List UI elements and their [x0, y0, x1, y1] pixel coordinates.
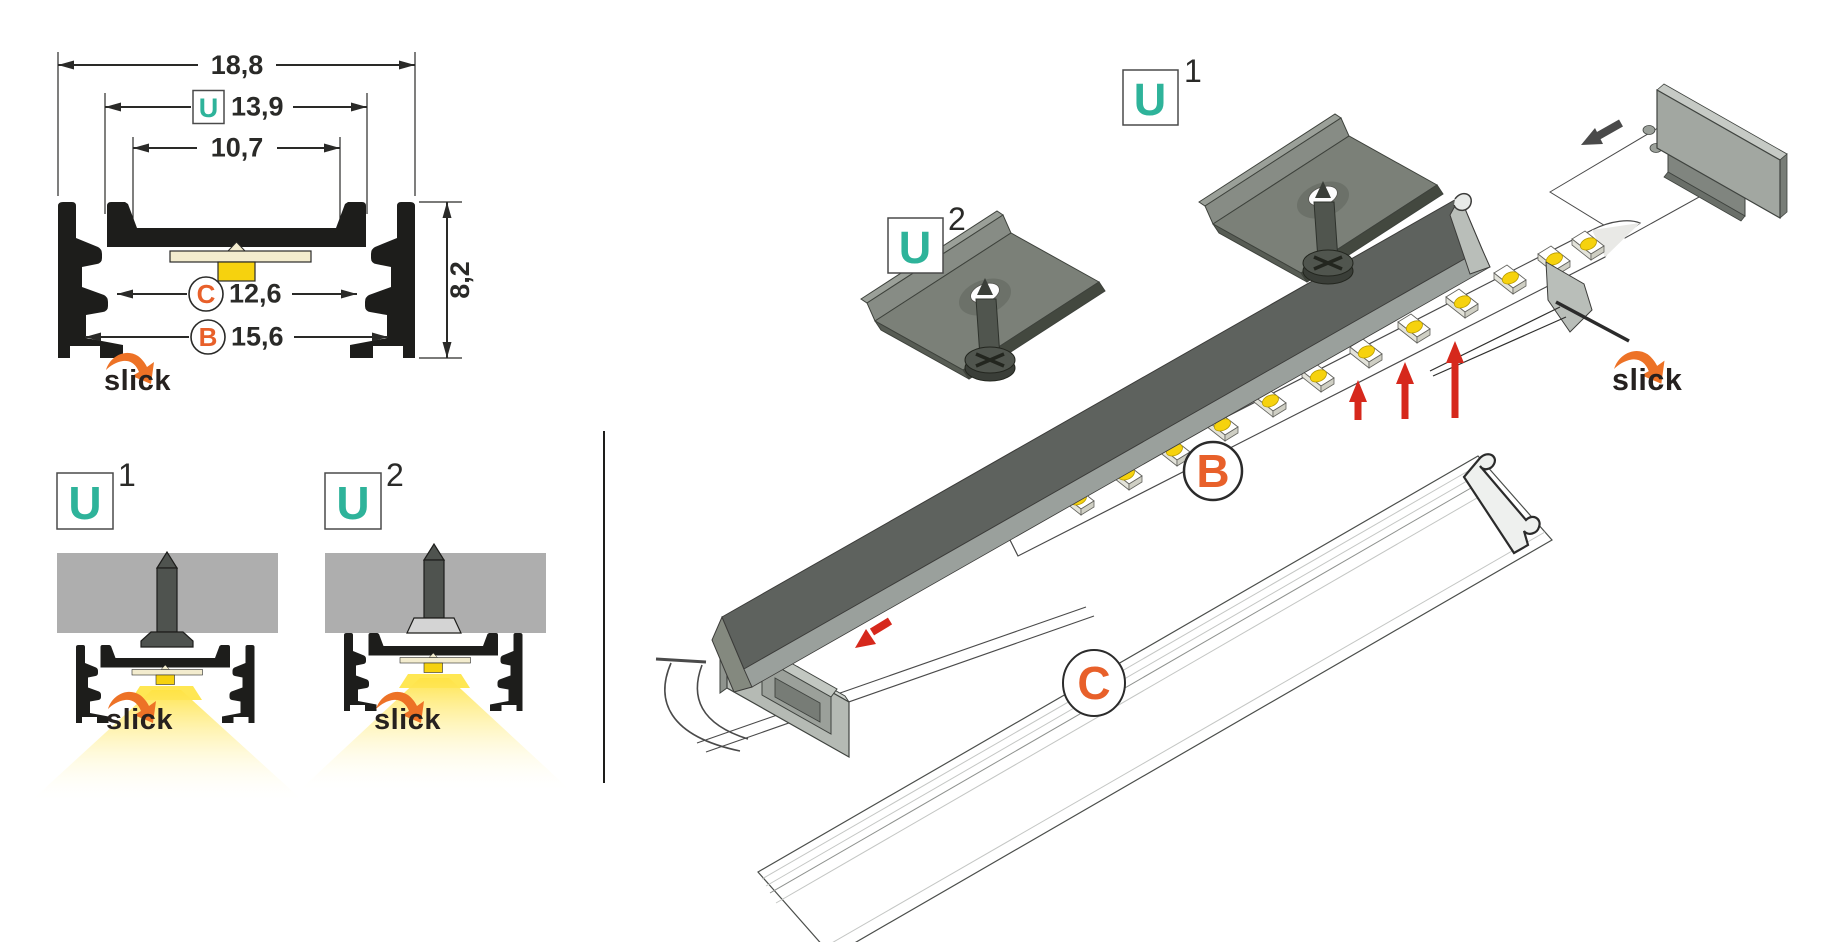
slick-logo	[1612, 350, 1683, 397]
dim-u-width-value: 13,9	[231, 92, 284, 122]
dim-b-width-value: 15,6	[231, 322, 284, 352]
u2-label-box	[324, 472, 382, 530]
svg-text:U: U	[899, 222, 932, 273]
profile-end-cut	[1449, 195, 1491, 275]
led-emitter	[217, 261, 256, 282]
u1-label-box	[56, 472, 114, 530]
diffuser-cover-3d	[757, 453, 1553, 942]
profile-flange-curl	[1453, 192, 1472, 212]
assembly-guide-line	[696, 606, 1087, 744]
u-symbol-box	[192, 89, 225, 125]
u2-superscript: 2	[386, 457, 404, 493]
u2-washer	[406, 617, 462, 634]
assembly-guide-line	[705, 615, 1095, 753]
mounting-screw-u2	[406, 542, 462, 634]
svg-text:1: 1	[1184, 53, 1202, 89]
part-label-b: B	[1182, 440, 1244, 502]
cable-end	[655, 657, 707, 664]
svg-text:B: B	[1196, 445, 1229, 497]
slick-pointer-line	[1555, 300, 1630, 343]
dim-height-value: 8,2	[445, 261, 475, 299]
dim-inner-width-value: 10,7	[211, 133, 264, 163]
led-strip-pcb	[169, 250, 312, 263]
dim-overall-width-value: 18,8	[211, 50, 264, 80]
part-letter-c: C	[197, 279, 216, 309]
mounting-variant-u1: U 1	[32, 457, 302, 800]
u1-mounting-plate	[140, 631, 194, 648]
dimension-c-width: C 12,6	[117, 276, 357, 312]
profile-cross-section	[58, 202, 415, 358]
assembly-arrow-down-left	[1581, 119, 1623, 145]
u1-label-right: U 1	[1122, 53, 1202, 126]
dimension-b-width: B 15,6	[85, 319, 388, 355]
red-arrows-stick-strip	[1349, 341, 1464, 420]
u-symbol: U	[199, 93, 219, 123]
svg-text:U: U	[1134, 74, 1167, 125]
svg-text:2: 2	[948, 201, 966, 237]
cross-section-drawing: 18,8 U 13,9 10,7	[57, 50, 475, 397]
slick-logo	[104, 352, 172, 397]
u1-label: U	[68, 477, 101, 529]
mounting-variant-u2: U 2	[300, 457, 570, 790]
cable	[696, 664, 749, 740]
mounting-screw-u1	[140, 550, 194, 648]
diffuser-end-profile	[1462, 453, 1541, 555]
dimension-u-width: U 13,9	[104, 89, 368, 214]
end-cap-3d	[1642, 83, 1788, 222]
light-cone	[32, 690, 302, 800]
part-letter-b: B	[199, 322, 218, 352]
dim-c-width-value: 12,6	[229, 279, 282, 309]
u1-superscript: 1	[118, 457, 136, 493]
dimension-overall-width: 18,8	[57, 50, 416, 196]
part-label-c: C	[1062, 649, 1126, 717]
dimension-height: 8,2	[419, 201, 475, 359]
red-arrow-insert	[855, 617, 893, 648]
u2-label: U	[336, 477, 369, 529]
svg-text:C: C	[1077, 657, 1110, 709]
dimension-inner-width: 10,7	[132, 133, 341, 220]
u2-label-right: U 2	[887, 201, 966, 274]
aluminium-profile-3d	[711, 192, 1491, 693]
cable	[664, 662, 741, 752]
